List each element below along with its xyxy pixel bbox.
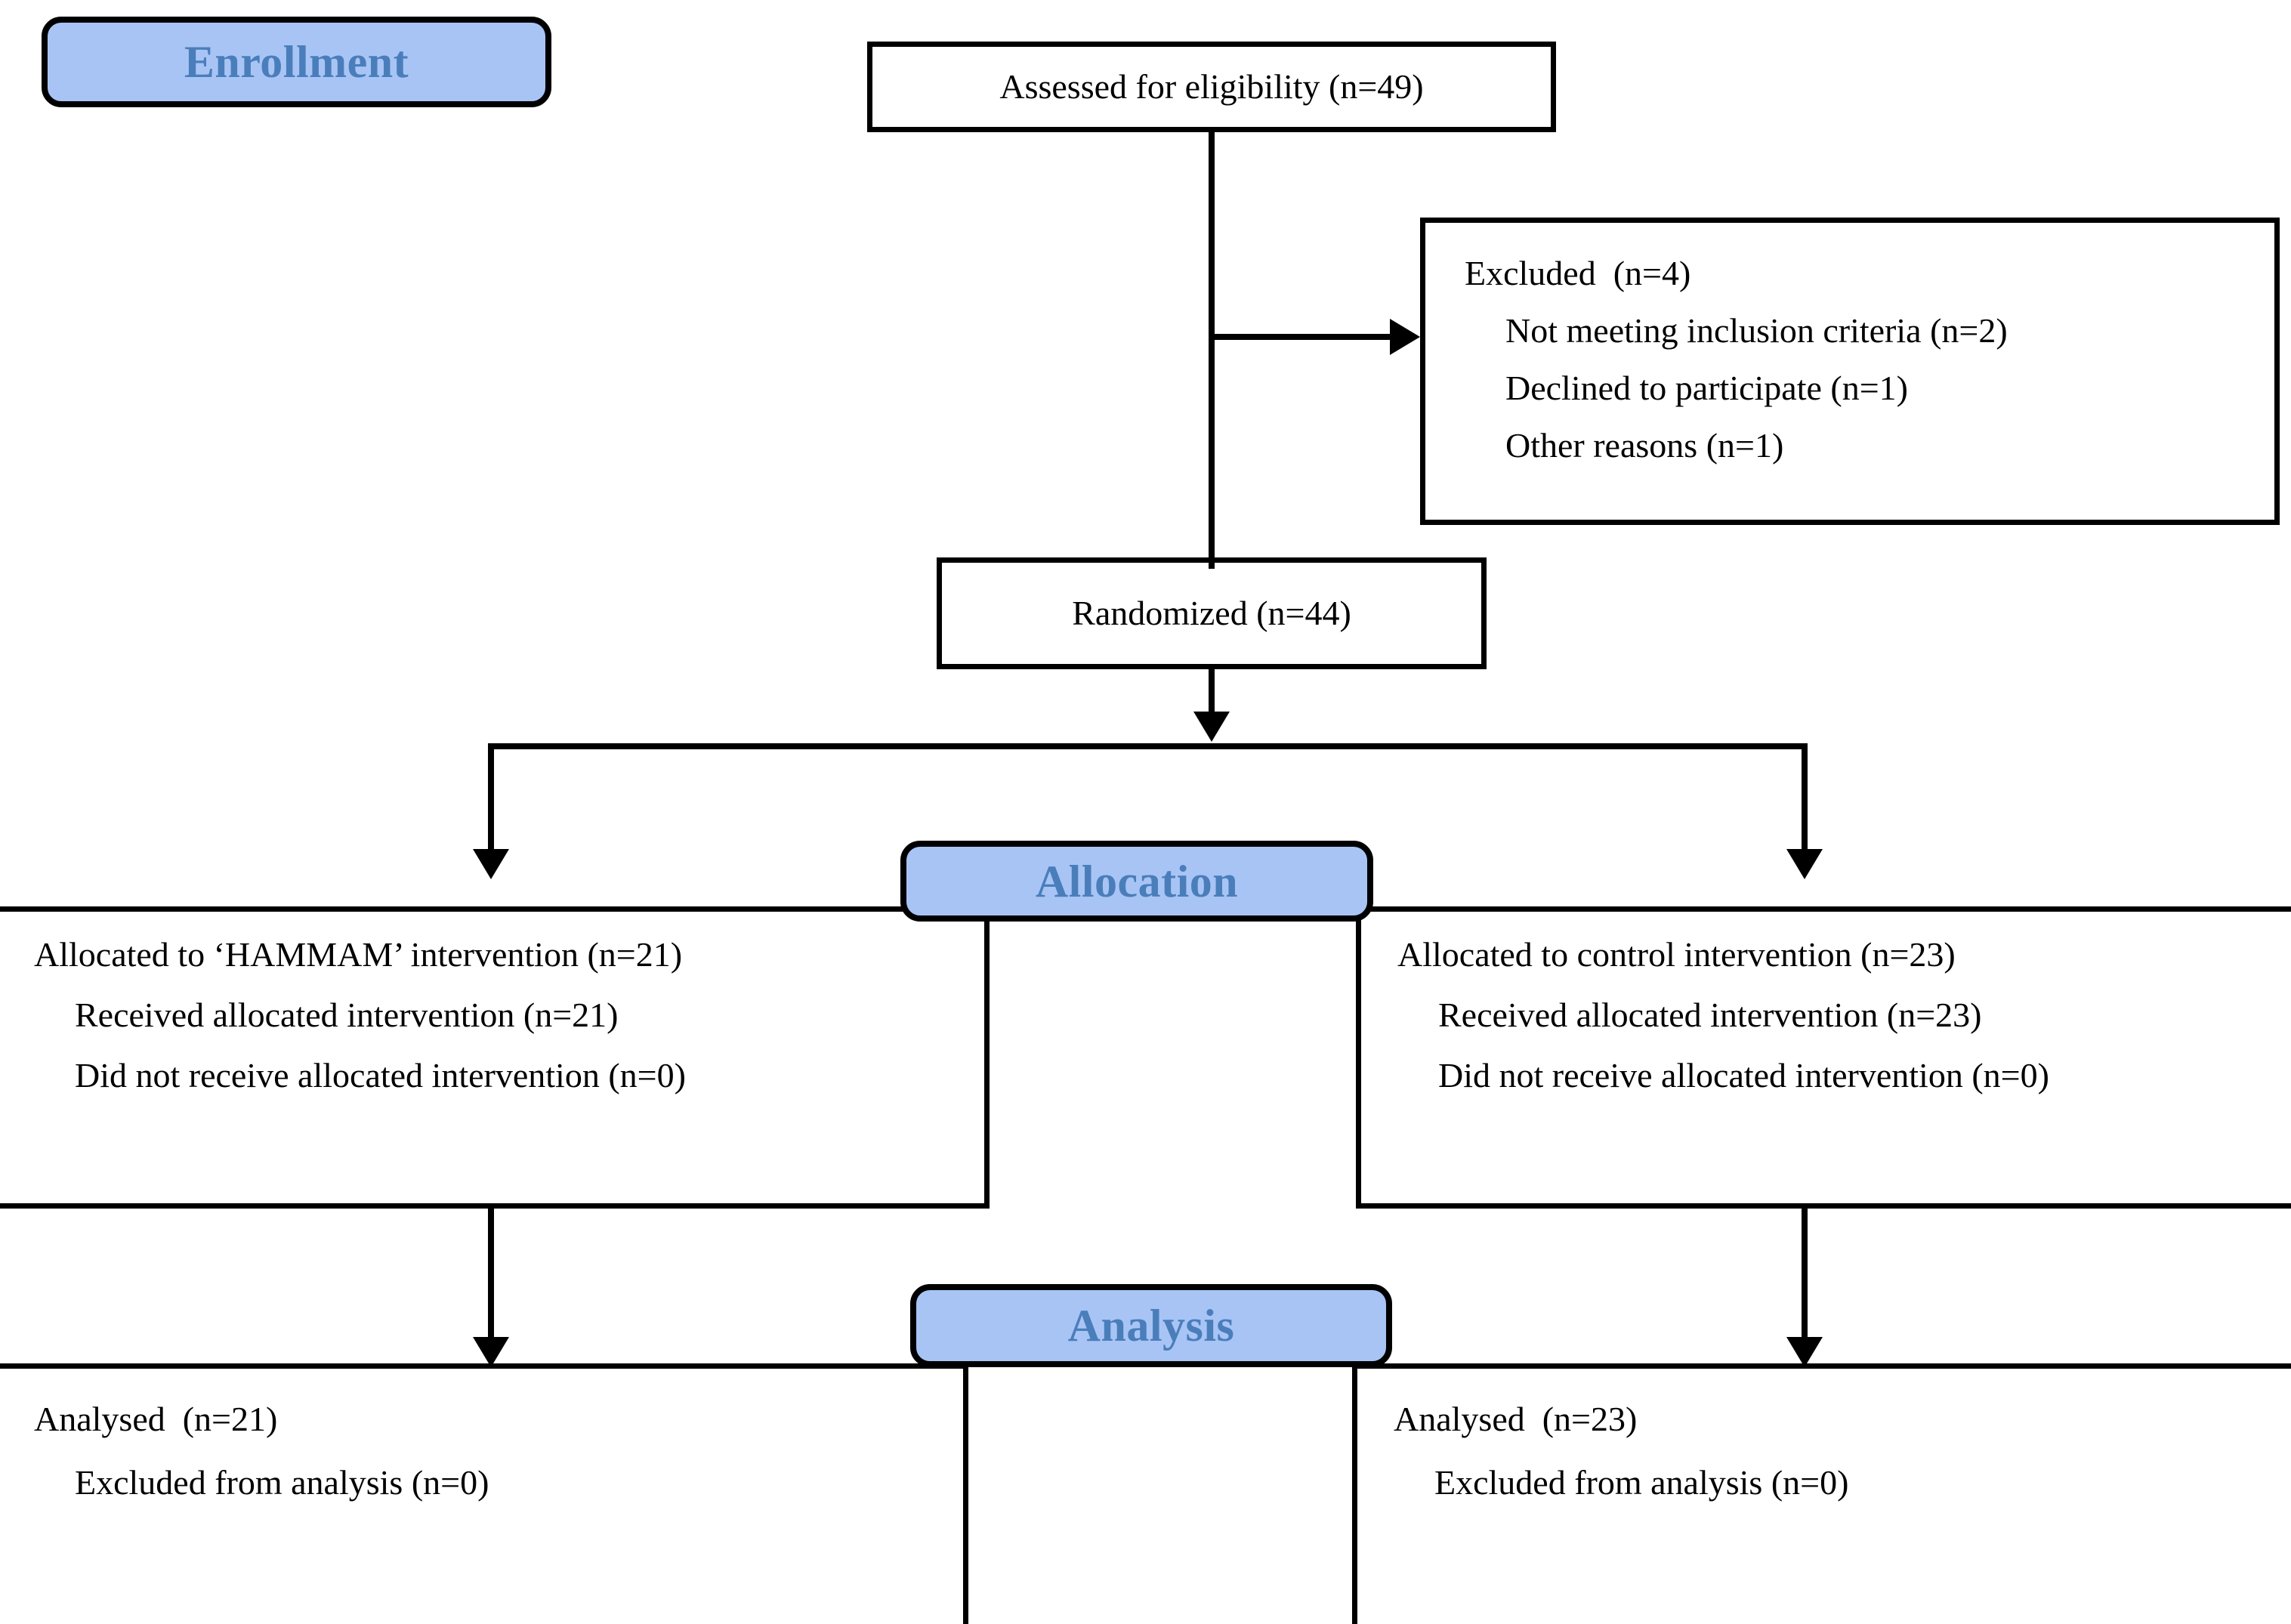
box-randomized: Randomized (n=44) [937,557,1487,669]
connector-bus-to-allocation-left [488,743,494,849]
stage-badge-enrollment: Enrollment [42,17,551,107]
connector-allocation-right-to-analysis-right [1802,1205,1808,1337]
allocation-left-detail-0: Received allocated intervention (n=21) [75,996,619,1034]
allocation-split-bus [488,743,1808,749]
excluded-reason-0: Not meeting inclusion criteria (n=2) [1505,311,2008,350]
box-allocation-hammam: Allocated to ‘HAMMAM’ intervention (n=21… [0,906,990,1209]
allocation-right-detail-0: Received allocated intervention (n=23) [1438,996,1982,1034]
stage-badge-analysis: Analysis [910,1284,1392,1367]
box-allocation-control: Allocated to control intervention (n=23)… [1356,906,2291,1209]
arrow-to-allocation-right [1786,849,1823,879]
randomized-text: Randomized (n=44) [1072,594,1351,632]
stage-badge-enrollment-label: Enrollment [184,37,409,87]
analysis-left-heading: Analysed (n=21) [34,1400,278,1438]
arrow-to-analysis-right [1786,1337,1823,1367]
allocation-left-detail-1: Did not receive allocated intervention (… [75,1056,686,1095]
stage-badge-allocation: Allocation [900,841,1373,922]
connector-eligibility-to-excluded [1209,334,1390,340]
box-excluded: Excluded (n=4) Not meeting inclusion cri… [1420,218,2280,525]
allocation-right-detail-1: Did not receive allocated intervention (… [1438,1056,2049,1095]
analysis-right-detail-0: Excluded from analysis (n=0) [1434,1463,1849,1502]
excluded-reason-2: Other reasons (n=1) [1505,426,1784,465]
arrow-to-analysis-left [473,1337,509,1367]
connector-randomized-stem [1209,669,1215,712]
connector-eligibility-to-randomized [1209,132,1215,569]
connector-allocation-left-to-analysis-left [488,1205,494,1337]
analysis-right-heading: Analysed (n=23) [1394,1400,1638,1438]
box-assessed-for-eligibility: Assessed for eligibility (n=49) [867,42,1556,132]
arrow-to-excluded [1390,319,1420,355]
connector-bus-to-allocation-right [1802,743,1808,849]
allocation-left-heading: Allocated to ‘HAMMAM’ intervention (n=21… [34,935,683,974]
stage-badge-analysis-label: Analysis [1067,1301,1235,1351]
stage-badge-allocation-label: Allocation [1035,856,1239,906]
allocation-right-heading: Allocated to control intervention (n=23) [1397,935,1956,974]
arrow-randomized-to-bus [1193,712,1230,742]
excluded-reason-1: Declined to participate (n=1) [1505,369,1908,407]
box-analysis-hammam: Analysed (n=21) Excluded from analysis (… [0,1363,968,1624]
assessed-for-eligibility-text: Assessed for eligibility (n=49) [999,67,1424,106]
analysis-left-detail-0: Excluded from analysis (n=0) [75,1463,489,1502]
excluded-heading: Excluded (n=4) [1465,254,1691,292]
arrow-to-allocation-left [473,849,509,879]
box-analysis-control: Analysed (n=23) Excluded from analysis (… [1352,1363,2291,1624]
